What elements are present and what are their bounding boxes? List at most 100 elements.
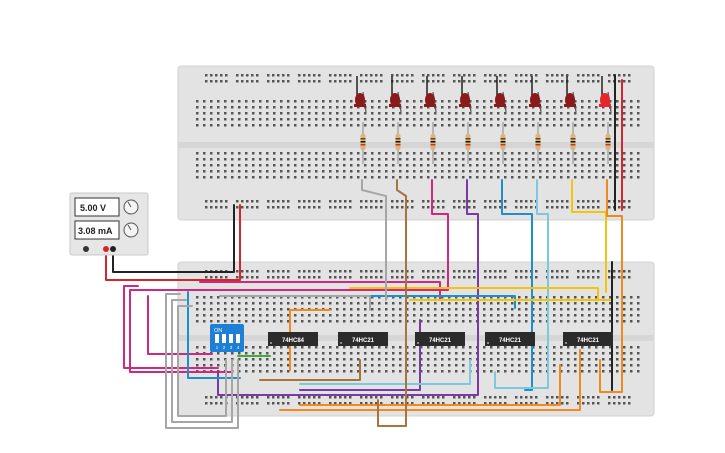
hole: [420, 302, 423, 305]
rail-hole: [582, 396, 585, 399]
hole: [406, 118, 409, 121]
hole: [532, 152, 535, 155]
led[interactable]: [600, 93, 610, 107]
hole: [245, 106, 248, 109]
rail-hole: [282, 200, 285, 203]
rail-hole: [618, 396, 621, 399]
hole: [553, 364, 556, 367]
hole: [462, 112, 465, 115]
led[interactable]: [530, 93, 540, 107]
power-supply[interactable]: 5.00 V 3.08 mA: [69, 192, 149, 256]
rail-hole: [520, 396, 523, 399]
hole: [623, 296, 626, 299]
rail-hole: [628, 276, 631, 279]
rail-hole: [587, 276, 590, 279]
ground-terminal[interactable]: [83, 246, 89, 252]
chip-3[interactable]: 74HC21: [415, 332, 465, 346]
chip-2[interactable]: 74HC21: [338, 332, 388, 346]
hole: [609, 346, 612, 349]
hole: [280, 152, 283, 155]
breadboard-holes: [196, 74, 640, 405]
rail-hole: [561, 80, 564, 83]
hole: [196, 112, 199, 115]
hole: [392, 346, 395, 349]
hole: [385, 370, 388, 373]
hole: [392, 118, 395, 121]
rail-hole: [525, 276, 528, 279]
hole: [336, 314, 339, 317]
led[interactable]: [390, 93, 400, 107]
rail-hole: [391, 206, 394, 209]
rail-hole: [473, 276, 476, 279]
wires[interactable]: [105, 74, 623, 429]
rail-hole: [401, 396, 404, 399]
hole: [434, 358, 437, 361]
chip-1[interactable]: 74HC84: [268, 332, 318, 346]
hole: [553, 296, 556, 299]
hole: [609, 364, 612, 367]
hole: [560, 320, 563, 323]
hole: [385, 100, 388, 103]
positive-terminal[interactable]: [103, 246, 109, 252]
rail-hole: [468, 206, 471, 209]
led[interactable]: [425, 93, 435, 107]
hole: [329, 112, 332, 115]
hole: [525, 302, 528, 305]
chip-4[interactable]: 74HC21: [485, 332, 535, 346]
hole: [329, 170, 332, 173]
hole: [287, 118, 290, 121]
rail-hole: [236, 80, 239, 83]
hole: [504, 296, 507, 299]
hole: [287, 308, 290, 311]
current-readout: 3.08 mA: [78, 226, 113, 236]
hole: [434, 302, 437, 305]
rail-hole: [582, 276, 585, 279]
rail-hole: [577, 402, 580, 405]
rail-hole: [468, 270, 471, 273]
led[interactable]: [355, 93, 365, 107]
hole: [581, 100, 584, 103]
led[interactable]: [565, 93, 575, 107]
hole: [357, 158, 360, 161]
rail-hole: [391, 276, 394, 279]
rail-hole: [241, 402, 244, 405]
hole: [350, 370, 353, 373]
hole: [259, 314, 262, 317]
hole: [574, 152, 577, 155]
hole: [266, 320, 269, 323]
hole: [406, 152, 409, 155]
components[interactable]: 74HC84 74HC21 74HC21 74HC21 74HC21: [268, 76, 613, 346]
rail-hole: [303, 396, 306, 399]
hole: [357, 302, 360, 305]
hole: [420, 314, 423, 317]
dip-toggle-2[interactable]: [222, 334, 226, 343]
hole: [574, 296, 577, 299]
hole: [504, 176, 507, 179]
hole: [637, 352, 640, 355]
hole: [420, 308, 423, 311]
hole: [364, 164, 367, 167]
led[interactable]: [495, 93, 505, 107]
dip-toggle-4[interactable]: [236, 334, 240, 343]
hole: [224, 158, 227, 161]
rail-hole: [370, 270, 373, 273]
hole: [322, 296, 325, 299]
breadboard-top[interactable]: [177, 65, 655, 221]
hole: [462, 370, 465, 373]
rail-hole: [628, 402, 631, 405]
dip-toggle-3[interactable]: [229, 334, 233, 343]
negative-terminal[interactable]: [110, 246, 116, 252]
led[interactable]: [460, 93, 470, 107]
chip-5[interactable]: 74HC21: [563, 332, 613, 346]
dip-toggle-1[interactable]: [215, 334, 219, 343]
hole: [469, 170, 472, 173]
hole: [434, 364, 437, 367]
rail-hole: [442, 206, 445, 209]
rail-hole: [344, 74, 347, 77]
hole: [245, 152, 248, 155]
rail-hole: [494, 80, 497, 83]
hole: [532, 170, 535, 173]
hole: [469, 124, 472, 127]
